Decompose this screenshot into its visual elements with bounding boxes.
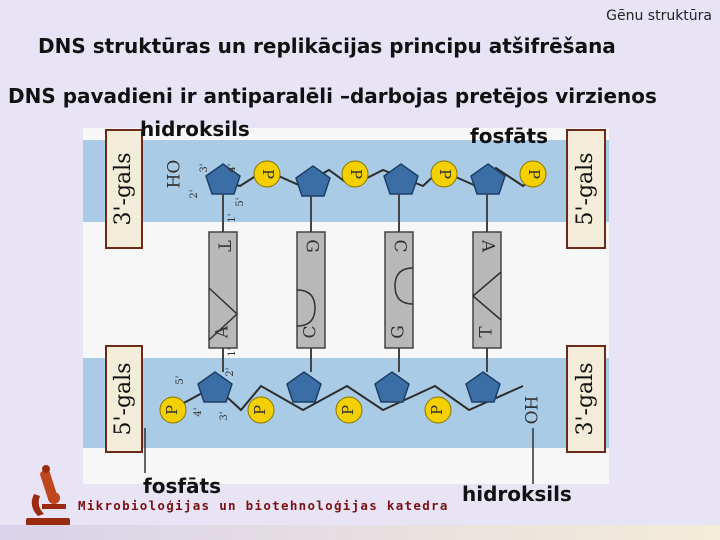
top-sugar <box>383 163 419 195</box>
base-letter: A <box>478 239 498 253</box>
base-letter: T <box>477 326 497 338</box>
dna-diagram: P P P P P P P P HO OH 3' 2' 4' 5' 1' 5' … <box>83 128 609 484</box>
top-phosphate: P <box>253 160 281 188</box>
end-label-5-top: 5'-gals <box>566 129 606 249</box>
carbon-label: 5' <box>235 197 246 206</box>
carbon-label: 2' <box>189 189 200 198</box>
phosphate-symbol: P <box>339 405 357 415</box>
phosphate-symbol: P <box>259 169 277 179</box>
base-pair: G C <box>296 196 326 372</box>
bottom-sugar <box>197 371 233 403</box>
phosphate-symbol: P <box>347 169 365 179</box>
page-title: DNS struktūras un replikācijas principu … <box>38 34 616 58</box>
base-letter: G <box>302 239 322 253</box>
end-label-3-bottom: 3'-gals <box>566 345 606 453</box>
bottom-phosphate: P <box>247 396 275 424</box>
phosphate-label-top: fosfāts <box>470 124 549 148</box>
hydroxyl-label-top: hidroksils <box>140 117 250 141</box>
carbon-label: 3' <box>199 163 210 172</box>
top-phosphate: P <box>430 160 458 188</box>
end-label-5-bottom: 5'-gals <box>105 345 143 453</box>
bottom-sugar <box>286 371 322 403</box>
page-subtitle: DNS pavadieni ir antiparalēli –darbojas … <box>8 84 657 108</box>
base-letter: C <box>301 325 321 338</box>
top-sugar <box>295 165 331 197</box>
hydroxyl-symbol: HO <box>165 160 185 189</box>
carbon-label: 1' <box>227 213 238 222</box>
bottom-sugar <box>374 371 410 403</box>
bottom-phosphate: P <box>335 396 363 424</box>
phosphate-symbol: P <box>525 169 543 179</box>
svg-text:5'-gals: 5'-gals <box>111 362 136 435</box>
top-phosphate: P <box>519 160 547 188</box>
phosphate-symbol: P <box>251 405 269 415</box>
base-letter: G <box>389 325 409 339</box>
bottom-sugar <box>465 371 501 403</box>
hydroxyl-symbol: OH <box>523 396 543 425</box>
phosphate-label-bottom: fosfāts <box>143 474 222 498</box>
phosphate-symbol: P <box>436 169 454 179</box>
section-label: Gēnu struktūra <box>606 8 712 24</box>
svg-text:5'-gals: 5'-gals <box>573 152 598 225</box>
carbon-label: 1' <box>227 347 238 356</box>
phosphate-symbol: P <box>163 405 181 415</box>
carbon-label: 2' <box>225 367 236 376</box>
phosphate-symbol: P <box>428 405 446 415</box>
base-letter: C <box>390 239 410 252</box>
bottom-stripe <box>0 525 720 540</box>
bottom-phosphate: P <box>424 396 452 424</box>
base-pair: A T <box>471 194 502 372</box>
base-letter: A <box>213 325 233 339</box>
carbon-label: 3' <box>219 411 230 420</box>
carbon-label: 4' <box>227 163 238 172</box>
microscope-icon <box>26 465 70 526</box>
carbon-label: 4' <box>193 407 204 416</box>
top-phosphate: P <box>341 160 369 188</box>
svg-text:3'-gals: 3'-gals <box>111 152 136 225</box>
bottom-phosphate: P <box>159 396 187 424</box>
end-label-3-top: 3'-gals <box>105 129 143 249</box>
hydroxyl-label-bottom: hidroksils <box>462 482 572 506</box>
footer-department: Mikrobioloģijas un biotehnoloģijas kated… <box>78 498 449 513</box>
base-letter: T <box>214 240 234 252</box>
svg-text:3'-gals: 3'-gals <box>573 362 598 435</box>
base-pair: C G <box>384 194 414 372</box>
base-pair: T A <box>208 194 239 372</box>
carbon-label: 5' <box>175 375 186 384</box>
